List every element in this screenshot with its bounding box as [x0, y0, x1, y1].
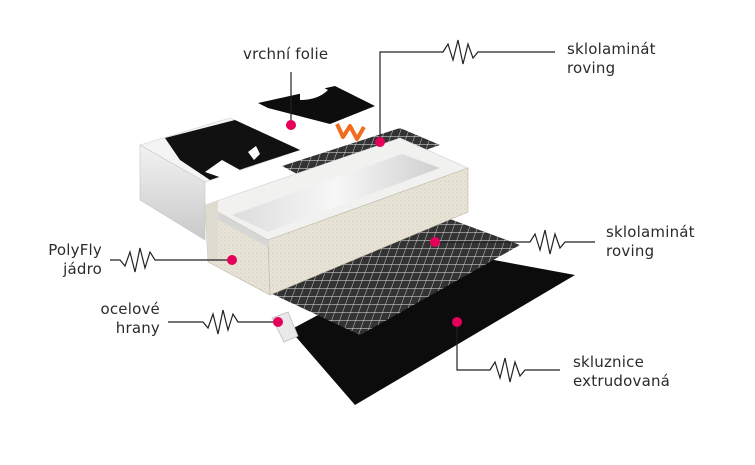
logo-mark [335, 123, 366, 141]
label-steel-edges-line1: ocelové [100, 300, 160, 318]
label-fiberglass-top-line2: roving [567, 59, 616, 77]
label-core-line2: jádro [63, 260, 102, 278]
label-base-line1: skluznice [573, 353, 644, 371]
leader-fiberglass-bottom [435, 229, 595, 255]
marker-fiberglass-top [375, 137, 385, 147]
label-fiberglass-bottom: sklolaminát roving [606, 223, 695, 261]
label-top-foil-line1: vrchní folie [243, 45, 329, 63]
leader-steel-edges [168, 309, 278, 335]
leader-base [456, 322, 560, 383]
markers [227, 120, 462, 327]
marker-steel-edges [273, 317, 283, 327]
core-side [267, 167, 469, 296]
shell-graphic [165, 120, 300, 180]
label-fiberglass-bottom-line1: sklolaminát [606, 223, 695, 241]
leader-lines [110, 39, 595, 383]
label-base-line2: extrudovaná [573, 372, 671, 390]
marker-base [452, 317, 462, 327]
label-top-foil: vrchní folie [243, 45, 328, 64]
label-fiberglass-bottom-line2: roving [606, 242, 655, 260]
core-top-strip [232, 154, 440, 232]
marker-top-foil [286, 120, 296, 130]
marker-core [227, 255, 237, 265]
label-core-line1: PolyFly [48, 241, 102, 259]
steel-edge [271, 311, 299, 343]
label-steel-edges-line2: hrany [115, 319, 160, 337]
leader-core [110, 247, 232, 273]
label-base: skluznice extrudovaná [573, 353, 670, 391]
marker-fiberglass-bottom [430, 237, 440, 247]
base-layer [290, 250, 575, 405]
lower-fiberglass-layer [268, 208, 520, 335]
leader-fiberglass-top [379, 39, 555, 142]
label-core: PolyFly jádro [30, 241, 102, 279]
label-fiberglass-top-line1: sklolaminát [567, 40, 656, 58]
top-foil-graphic [258, 86, 375, 124]
label-steel-edges: ocelové hrany [80, 300, 160, 338]
label-fiberglass-top: sklolaminát roving [567, 40, 656, 78]
shell-front [139, 144, 206, 241]
